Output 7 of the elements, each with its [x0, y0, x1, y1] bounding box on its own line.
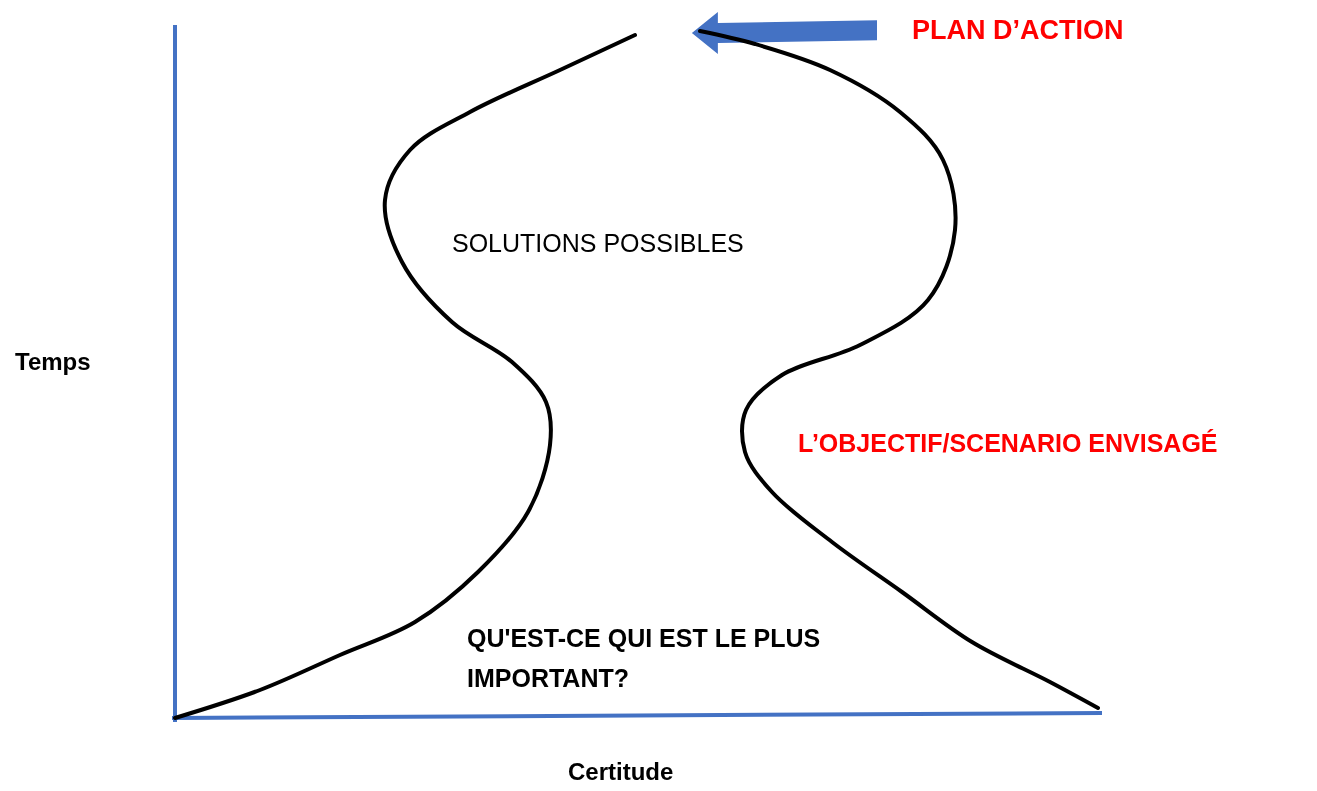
objective-label: L’OBJECTIF/SCENARIO ENVISAGÉ: [798, 428, 1218, 458]
region-label: SOLUTIONS POSSIBLES: [452, 228, 744, 258]
question-label: QU'EST-CE QUI EST LE PLUS IMPORTANT?: [467, 623, 822, 694]
action-label: PLAN D’ACTION: [912, 15, 1124, 45]
axis-title: Temps: [15, 348, 91, 377]
axis-title: Certitude: [568, 758, 674, 787]
block-arrow: [691, 12, 877, 54]
